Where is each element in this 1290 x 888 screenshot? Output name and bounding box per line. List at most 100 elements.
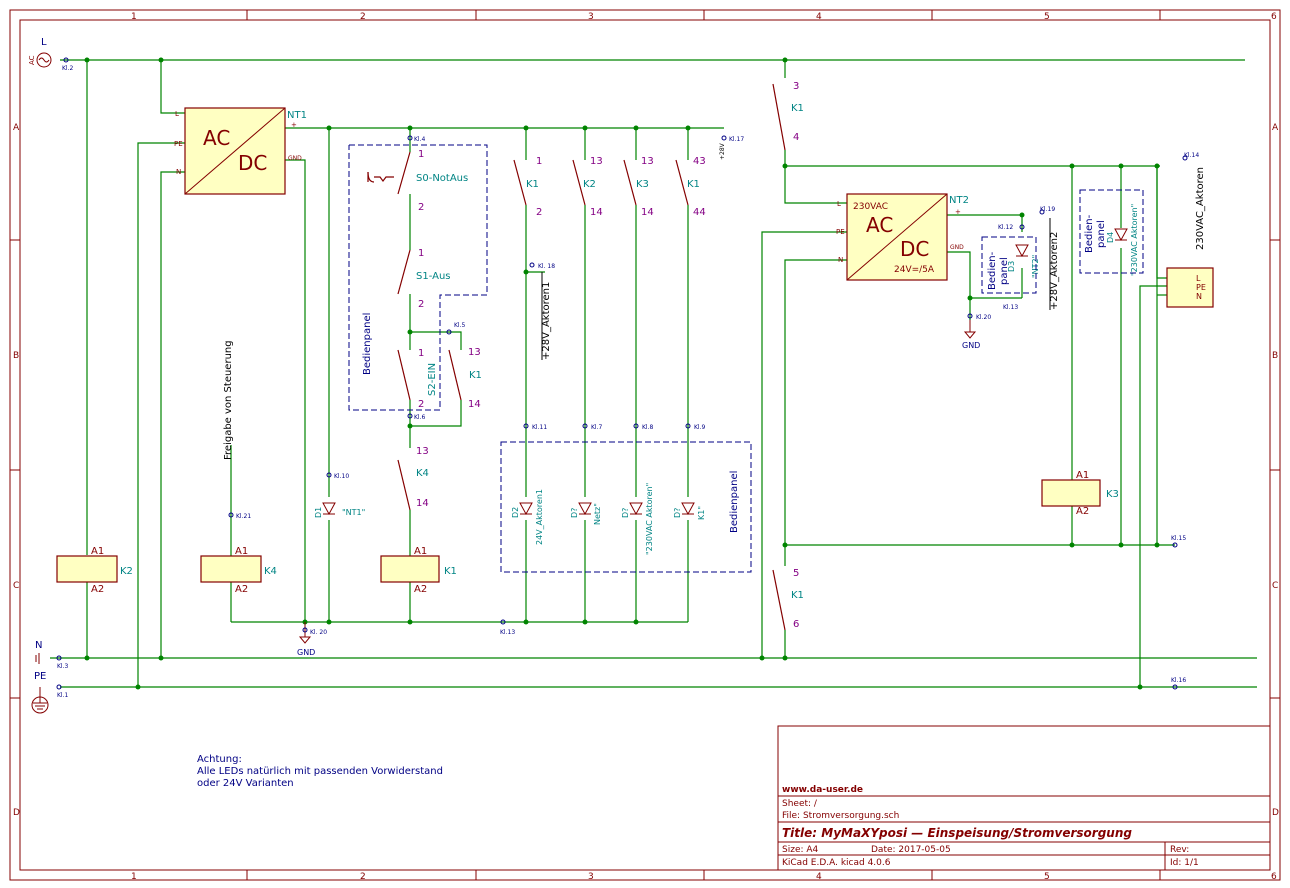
k1c-pin43: 43 — [693, 156, 706, 167]
k2-a2: A2 — [91, 584, 104, 595]
ac-source-symbol — [36, 52, 52, 68]
n-symbol — [35, 653, 40, 664]
bedienpanel-4a: Bedien- — [1084, 214, 1095, 253]
psu1-dc-label: DC — [238, 151, 267, 175]
relay-coils — [56, 479, 1101, 583]
switch-refs: S0-NotAus S1-Aus S2-EIN K1 K4 K1 K2 K3 K… — [416, 103, 804, 601]
kl16-label: Kl.16 — [1171, 677, 1186, 684]
col-label-1-bottom: 1 — [131, 872, 137, 882]
kl19-label: Kl.19 — [1040, 206, 1055, 213]
col-label-6-top: 6 — [1271, 12, 1277, 22]
k4a-ref: K4 — [416, 468, 429, 479]
ac-label: AC — [28, 55, 36, 65]
k3a-ref: K3 — [636, 179, 649, 190]
s2-pin2: 2 — [418, 399, 424, 410]
gnd-symbol-2 — [963, 320, 977, 339]
conn-n: N — [1196, 292, 1202, 301]
psu-nt2: AC DC 230VAC 24V=/5A NT2 L PE N + GND — [836, 193, 969, 281]
net-230vac-aktoren: 230VAC_Aktoren — [1195, 167, 1206, 250]
d2-value: 24V_Aktoren1 — [535, 489, 544, 545]
tb-tool: KiCad E.D.A. kicad 4.0.6 — [782, 858, 891, 868]
k1a-pin14: 14 — [468, 399, 481, 410]
s0-ref: S0-NotAus — [416, 173, 468, 184]
k1e-pin6: 6 — [793, 619, 799, 630]
col-label-4-bottom: 4 — [816, 872, 822, 882]
junctions — [84, 57, 1160, 690]
col-label-3-top: 3 — [588, 12, 594, 22]
terminal-labels: Kl.2 Kl.3 Kl.1 Kl.4 Kl.5 Kl.6 Kl.11 Kl.7… — [56, 57, 1199, 699]
pin-numbers: 1 2 1 2 1 2 13 14 13 14 1 2 13 14 13 14 … — [416, 81, 799, 630]
relay-pins: A1 A2 A1 A2 A1 A2 A1 A2 — [91, 470, 1089, 595]
d3-ref: D3 — [1007, 261, 1016, 272]
tb-url: www.da-user.de — [782, 785, 863, 795]
title-block-text: www.da-user.de Sheet: / File: Stromverso… — [782, 785, 1199, 868]
kl1-label: Kl.1 — [57, 692, 69, 699]
col-label-3-bottom: 3 — [588, 872, 594, 882]
k3-pin14: 14 — [641, 207, 654, 218]
conn-l: L — [1196, 274, 1201, 283]
tb-title: Title: MyMaXYposi — Einspeisung/Stromver… — [782, 826, 1132, 840]
k4-ref: K4 — [264, 566, 277, 577]
psu2-pin-l: L — [837, 200, 841, 208]
k1-a2: A2 — [414, 584, 427, 595]
k1d-pin4: 4 — [793, 132, 799, 143]
switch-contacts — [397, 83, 786, 631]
k1-ref: K1 — [444, 566, 457, 577]
wires — [50, 59, 1257, 688]
kl21-label: Kl.21 — [236, 513, 251, 520]
k4-pin14: 14 — [416, 498, 429, 509]
connector-230vac: L PE N — [1166, 267, 1214, 308]
s1-ref: S1-Aus — [416, 271, 451, 282]
kl11-label: Kl.11 — [532, 424, 547, 431]
k1c-pin44: 44 — [693, 207, 706, 218]
kl2-label: Kl.2 — [62, 65, 74, 72]
frame-labels: 1 2 3 4 5 6 1 2 3 4 5 6 A B C D A B C D — [13, 12, 1279, 882]
s2-pin1: 1 — [418, 348, 424, 359]
kl20a-label: Kl. 20 — [310, 629, 327, 636]
psu1-pin-l: L — [175, 110, 179, 118]
panel-boxes — [348, 144, 1144, 573]
d7a-ref: D? — [570, 508, 579, 518]
d4-ref: D4 — [1106, 232, 1115, 243]
psu2-dc-label: DC — [900, 237, 929, 261]
s0-pin2: 2 — [418, 202, 424, 213]
gnd-label-1: GND — [297, 648, 315, 657]
psu1-pin-gnd: GND — [288, 155, 302, 162]
k3-ref: K3 — [1106, 489, 1119, 500]
psu2-ref: NT2 — [949, 195, 969, 206]
d2-ref: D2 — [511, 507, 520, 518]
col-label-5-top: 5 — [1044, 12, 1050, 22]
k2-ref: K2 — [120, 566, 133, 577]
kl13b-label: Kl.13 — [1003, 304, 1018, 311]
tb-date: Date: 2017-05-05 — [871, 845, 951, 855]
d7b-value: "230VAC Aktoren" — [645, 483, 654, 555]
k1b-pin1: 1 — [536, 156, 542, 167]
k1e-ref: K1 — [791, 590, 804, 601]
gnd-label-2: GND — [962, 341, 980, 350]
row-label-b-right: B — [1272, 351, 1278, 361]
bedienpanel-2: Bedienpanel — [729, 471, 740, 533]
k1e-pin5: 5 — [793, 568, 799, 579]
panel-labels: Bedienpanel Bedienpanel Bedien- panel Be… — [362, 214, 1107, 533]
k3-a1: A1 — [1076, 470, 1089, 481]
net-pe-label: PE — [34, 671, 46, 682]
net-28v-aktoren2: +28V_Aktoren2 — [1049, 232, 1060, 310]
s1-pin1: 1 — [418, 248, 424, 259]
kl15-label: Kl.15 — [1171, 535, 1186, 542]
k1d-pin3: 3 — [793, 81, 799, 92]
psu2-top-label: 230VAC — [853, 202, 888, 212]
col-label-2-top: 2 — [360, 12, 366, 22]
col-label-6-bottom: 6 — [1271, 872, 1277, 882]
earth-symbol — [31, 687, 49, 714]
kl9-label: Kl.9 — [694, 424, 706, 431]
s2-ref: S2-EIN — [427, 363, 438, 396]
s0-pin1: 1 — [418, 149, 424, 160]
psu1-pin-pe: PE — [174, 140, 183, 148]
kl8-label: Kl.8 — [642, 424, 654, 431]
psu2-bottom-label: 24V=/5A — [894, 265, 935, 275]
kl7-label: Kl.7 — [591, 424, 603, 431]
tb-rev: Rev: — [1170, 845, 1189, 855]
title-block — [777, 725, 1271, 871]
row-label-b-left: B — [13, 351, 19, 361]
psu1-pin-n: N — [176, 168, 181, 176]
